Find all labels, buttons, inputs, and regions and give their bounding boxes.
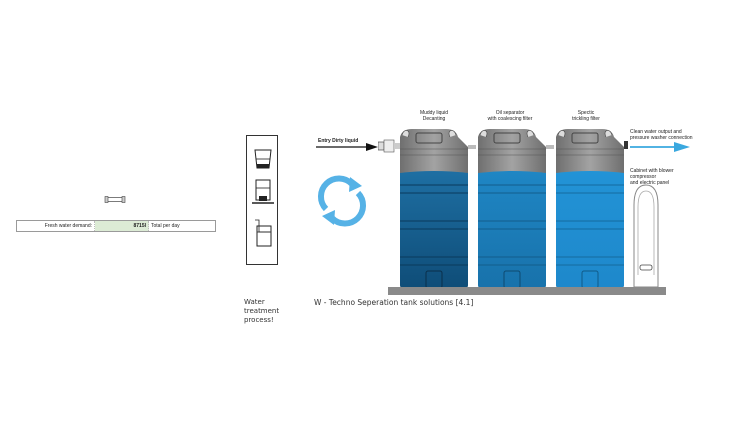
tank-1 (400, 129, 468, 289)
entry-arrow-icon (316, 143, 378, 151)
oil-separator-tank-icon (252, 179, 274, 204)
cabinet-label: Cabinet with blower compressor and elect… (630, 168, 700, 186)
tank-system-diagram (388, 129, 666, 295)
output-label-line: pressure washer connection (630, 135, 693, 141)
decanting-bucket-icon (254, 149, 272, 169)
base-platform (388, 287, 666, 295)
tank-3 (556, 129, 628, 289)
pipe-icon (104, 196, 126, 203)
tank-3-label: Spectic trickling filter (552, 110, 620, 122)
process-caption: Water treatment process! (244, 298, 279, 325)
fresh-water-demand-value[interactable]: 8715l (95, 221, 149, 231)
clean-water-arrow-icon (630, 142, 690, 152)
fresh-water-demand-row: Fresh water demand: 8715l Total per day (16, 220, 216, 232)
tank-2-label: Oil separator with coalescing filter (472, 110, 548, 122)
tank-label-line: trickling filter (572, 116, 600, 122)
tank-label-line: Spectic (577, 110, 595, 116)
inlet-fitting-icon (378, 139, 400, 153)
tank-2 (478, 129, 546, 289)
cabinet-label-line: and electric panel (630, 180, 670, 186)
caption-line: treatment (244, 307, 280, 315)
tank-label-line: Oil separator (495, 110, 525, 116)
tank-label-line: with coalescing filter (487, 116, 533, 122)
fresh-water-demand-label[interactable]: Fresh water demand: (17, 221, 95, 231)
clean-water-output-label: Clean water output and pressure washer c… (630, 129, 710, 141)
caption-line: process! (244, 316, 274, 324)
tank-label-line: Muddy liquid (419, 110, 449, 116)
entry-dirty-liquid-label: Entry Dirty liquid (318, 138, 359, 144)
tank-label-line: Decanting (422, 116, 446, 122)
blower-cabinet (633, 184, 659, 288)
process-sketch-box (246, 135, 278, 265)
filter-tank-icon (255, 219, 272, 247)
refresh-cycle-icon (317, 175, 367, 227)
caption-line: Water (244, 298, 265, 306)
cabinet-label-line: compressor (630, 174, 657, 180)
diagram-title: W - Techno Seperation tank solutions [4.… (314, 298, 474, 307)
connecting-pipe (468, 145, 476, 149)
fresh-water-demand-unit[interactable]: Total per day (151, 223, 180, 229)
tank-1-label: Muddy liquid Decanting (400, 110, 468, 122)
connecting-pipe (546, 145, 554, 149)
cabinet-label-line: Cabinet with blower (630, 168, 674, 174)
output-label-line: Clean water output and (630, 129, 682, 135)
